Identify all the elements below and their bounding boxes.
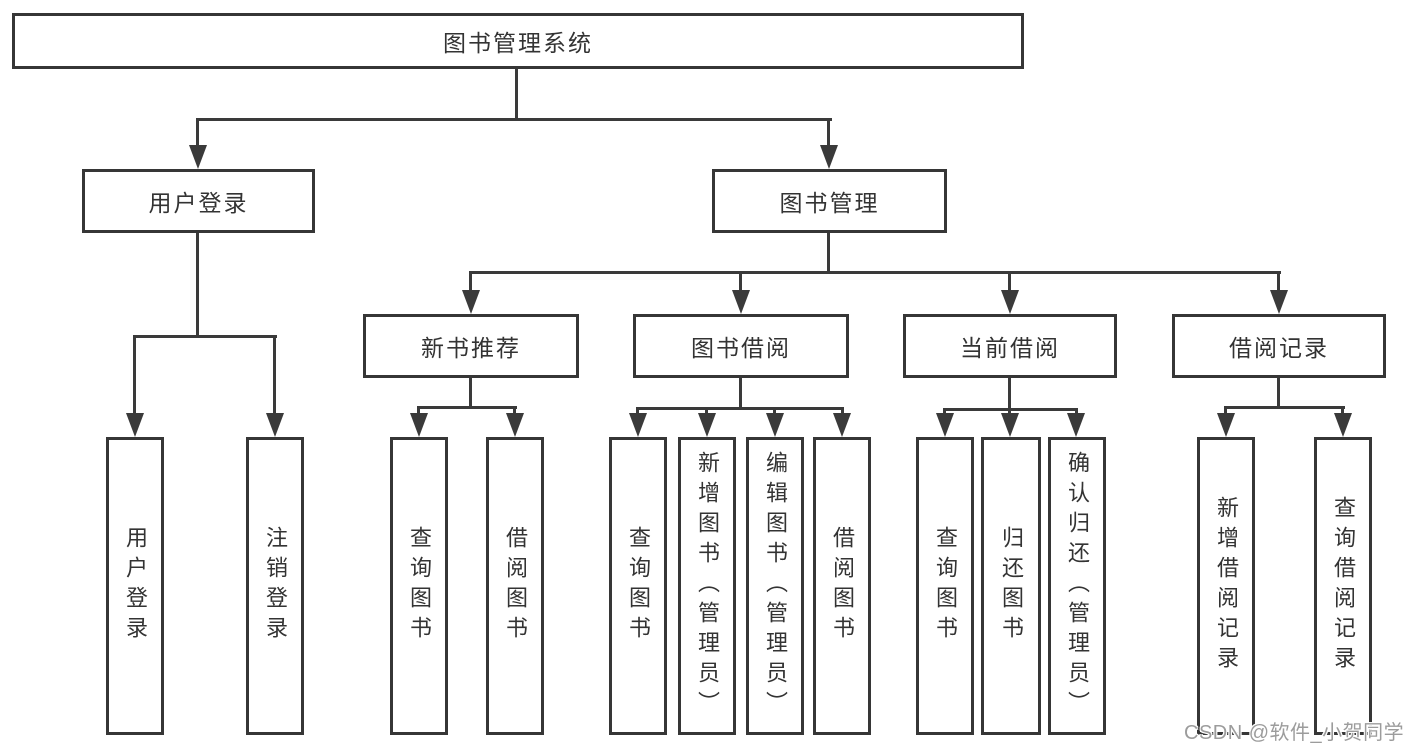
arrow-down-icon <box>189 145 207 169</box>
node-borrowing-records-label: 借阅记录 <box>1229 335 1329 361</box>
leaf-return-book: 归还图书 <box>981 437 1041 735</box>
connector-line <box>196 233 199 337</box>
leaf-borrow-books-1: 借阅图书 <box>486 437 544 735</box>
arrow-down-icon <box>1001 290 1019 314</box>
leaf-add-book-admin: 新增图书（管理员） <box>678 437 736 735</box>
connector-line <box>469 273 472 294</box>
connector-line <box>417 406 517 409</box>
connector-line <box>133 335 277 338</box>
leaf-logout-label: 注销登录 <box>263 526 288 646</box>
connector-line <box>1341 408 1344 417</box>
node-book-borrowing: 图书借阅 <box>633 314 849 378</box>
connector-line <box>133 337 136 417</box>
connector-line <box>1008 273 1011 294</box>
leaf-add-book-admin-label: 新增图书（管理员） <box>695 451 720 721</box>
connector-line <box>515 69 518 121</box>
connector-line <box>739 378 742 409</box>
arrow-down-icon <box>506 413 524 437</box>
arrow-down-icon <box>936 413 954 437</box>
leaf-logout: 注销登录 <box>246 437 304 735</box>
connector-line <box>636 407 844 410</box>
connector-line <box>469 271 1281 274</box>
leaf-return-book-label: 归还图书 <box>999 526 1024 646</box>
arrow-down-icon <box>732 290 750 314</box>
leaf-query-borrow-record-label: 查询借阅记录 <box>1331 496 1356 676</box>
connector-line <box>1008 378 1011 410</box>
leaf-query-books-1-label: 查询图书 <box>407 526 432 646</box>
node-borrowing-records: 借阅记录 <box>1172 314 1386 378</box>
connector-line <box>513 408 516 417</box>
node-current-borrowing-label: 当前借阅 <box>960 335 1060 361</box>
leaf-query-books-3: 查询图书 <box>916 437 974 735</box>
connector-line <box>827 233 830 273</box>
arrow-down-icon <box>1334 413 1352 437</box>
leaf-user-login-label: 用户登录 <box>123 526 148 646</box>
connector-line <box>943 408 1078 411</box>
node-root: 图书管理系统 <box>12 13 1024 69</box>
node-root-label: 图书管理系统 <box>443 30 593 56</box>
arrow-down-icon <box>766 413 784 437</box>
node-new-book-recommend-label: 新书推荐 <box>421 335 521 361</box>
connector-line <box>827 120 830 149</box>
leaf-query-borrow-record: 查询借阅记录 <box>1314 437 1372 735</box>
leaf-edit-book-admin: 编辑图书（管理员） <box>746 437 804 735</box>
connector-line <box>196 118 832 121</box>
connector-line <box>417 408 420 417</box>
node-user-login-label: 用户登录 <box>148 190 249 216</box>
leaf-query-books-2: 查询图书 <box>609 437 667 735</box>
leaf-edit-book-admin-label: 编辑图书（管理员） <box>763 451 788 721</box>
node-book-management-label: 图书管理 <box>779 190 880 216</box>
arrow-down-icon <box>462 290 480 314</box>
node-user-login: 用户登录 <box>82 169 315 233</box>
connector-line <box>1277 273 1280 294</box>
connector-line <box>1224 408 1227 417</box>
connector-line <box>196 120 199 149</box>
connector-line <box>469 378 472 408</box>
arrow-down-icon <box>1067 413 1085 437</box>
leaf-borrow-books-1-label: 借阅图书 <box>503 526 528 646</box>
connector-line <box>1224 406 1345 409</box>
arrow-down-icon <box>266 413 284 437</box>
leaf-query-books-1: 查询图书 <box>390 437 448 735</box>
connector-line <box>739 273 742 294</box>
arrow-down-icon <box>126 413 144 437</box>
arrow-down-icon <box>1217 413 1235 437</box>
csdn-watermark: CSDN @软件_小贺同学 <box>1184 722 1405 744</box>
leaf-add-borrow-record: 新增借阅记录 <box>1197 437 1255 735</box>
arrow-down-icon <box>410 413 428 437</box>
node-book-management: 图书管理 <box>712 169 947 233</box>
arrow-down-icon <box>833 413 851 437</box>
arrow-down-icon <box>629 413 647 437</box>
leaf-query-books-3-label: 查询图书 <box>933 526 958 646</box>
leaf-confirm-return-admin-label: 确认归还（管理员） <box>1065 451 1090 721</box>
node-new-book-recommend: 新书推荐 <box>363 314 579 378</box>
connector-line <box>1277 378 1280 408</box>
connector-line <box>273 337 276 417</box>
leaf-add-borrow-record-label: 新增借阅记录 <box>1214 496 1239 676</box>
arrow-down-icon <box>698 413 716 437</box>
node-current-borrowing: 当前借阅 <box>903 314 1117 378</box>
node-book-borrowing-label: 图书借阅 <box>691 335 791 361</box>
leaf-borrow-books-2-label: 借阅图书 <box>830 526 855 646</box>
leaf-user-login: 用户登录 <box>106 437 164 735</box>
arrow-down-icon <box>1270 290 1288 314</box>
leaf-confirm-return-admin: 确认归还（管理员） <box>1048 437 1106 735</box>
arrow-down-icon <box>1001 413 1019 437</box>
leaf-query-books-2-label: 查询图书 <box>626 526 651 646</box>
leaf-borrow-books-2: 借阅图书 <box>813 437 871 735</box>
arrow-down-icon <box>820 145 838 169</box>
